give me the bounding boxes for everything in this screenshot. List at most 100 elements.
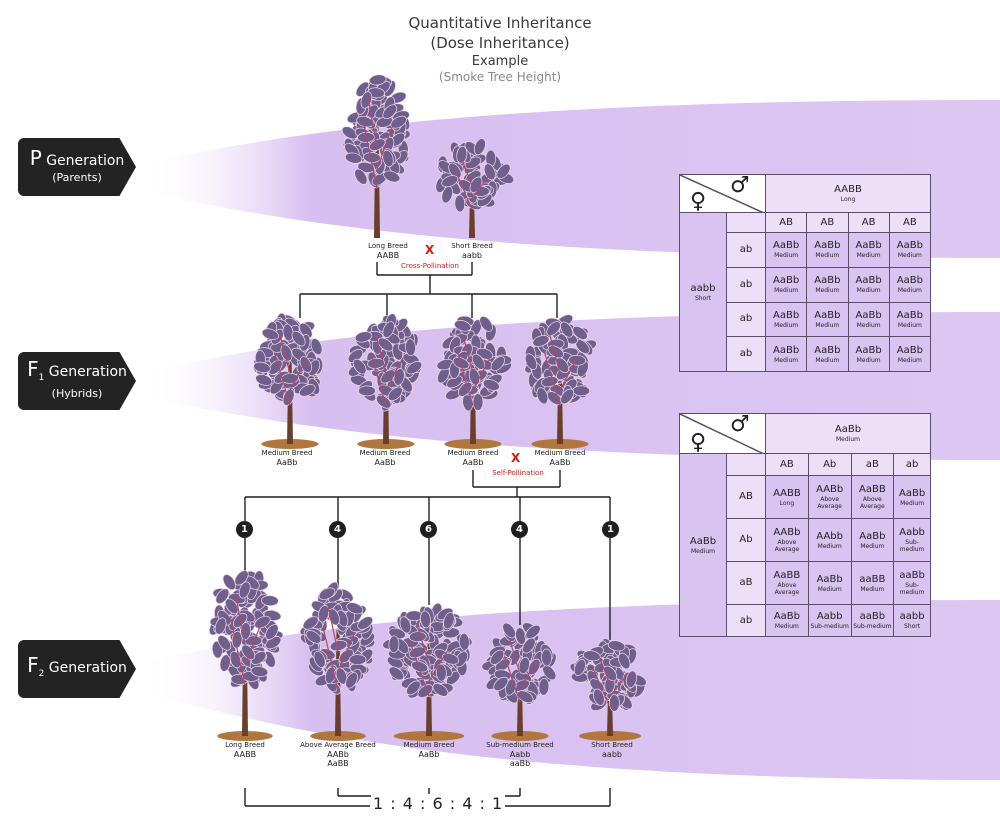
leaf: [532, 335, 550, 347]
punnett1-row-gamete: ab: [726, 232, 766, 268]
leaf: [238, 581, 251, 599]
self-pollination-label: Self-Pollination: [492, 469, 544, 477]
cell-phenotype: Medium: [860, 585, 885, 593]
f2-tree-4-phenotype: Sub-medium Breed: [486, 741, 554, 749]
leaf: [302, 616, 319, 630]
leaf: [432, 683, 449, 697]
leaf: [368, 74, 387, 86]
leaf: [471, 353, 486, 370]
cell-phenotype: Medium: [897, 252, 922, 260]
tree-branches: [229, 592, 263, 686]
tree-branches: [592, 655, 629, 709]
cell-genotype: AaBb: [814, 240, 841, 252]
punnett2-col-gamete: AB: [765, 453, 809, 476]
leaf: [493, 676, 509, 692]
leaf: [387, 386, 403, 402]
leaf: [560, 388, 575, 405]
cell-phenotype: Medium: [856, 252, 881, 260]
leaf: [393, 368, 405, 386]
leaf: [568, 354, 586, 366]
diagram-subtitle: Example: [471, 54, 529, 69]
cell-genotype: AABb: [773, 527, 801, 539]
leaf: [522, 637, 536, 654]
cell-genotype: aaBb: [859, 611, 886, 623]
f2-tree-label-4: Sub-medium Breed Aabb aaBb: [475, 741, 565, 768]
punnett2-male-genotype: AaBb: [834, 424, 862, 435]
f1-generation-tag: F1 Generation (Hybrids): [18, 352, 136, 410]
cell-genotype: AaBb: [859, 530, 886, 542]
leaf: [408, 631, 427, 643]
f1-generation-letter: F: [27, 356, 39, 381]
f1-tree-3-phenotype: Medium Breed: [447, 449, 499, 457]
leaf: [305, 630, 322, 644]
leaf: [541, 648, 552, 667]
f2-count-badge-3: 6: [420, 521, 437, 538]
leaf: [345, 672, 358, 689]
leaf: [318, 587, 336, 600]
punnett2-row-gamete: ab: [726, 604, 766, 637]
cell-phenotype: Medium: [817, 542, 842, 550]
diagram-title-line2: (Dose Inheritance): [430, 34, 570, 52]
cell-phenotype: Medium: [900, 499, 925, 507]
leaf: [472, 393, 484, 411]
cell-phenotype: Medium: [774, 623, 799, 631]
cell-genotype: AaBb: [896, 240, 923, 252]
punnett2-diagonal: [680, 414, 764, 454]
punnett1-male-parent: AABB Long: [765, 174, 931, 213]
f1-medium-tree-4: [523, 314, 597, 449]
leaf: [496, 163, 511, 179]
f2-medium-tree: [382, 602, 473, 741]
leaf: [261, 328, 279, 340]
tree-branches: [544, 334, 578, 406]
f2-count-badge-1: 1: [236, 521, 253, 538]
f2-tree-1-phenotype: Long Breed: [225, 741, 265, 749]
punnett2-male-phenotype: Medium: [836, 436, 860, 443]
cell-phenotype: Medium: [856, 356, 881, 364]
cell-phenotype: Medium: [817, 585, 842, 593]
cell-phenotype: Sub-medium: [853, 623, 892, 631]
cell-genotype: AaBb: [855, 309, 882, 321]
punnett1-corner: ♂ ♀: [679, 173, 766, 214]
leaf: [253, 361, 271, 373]
leaf: [443, 612, 455, 630]
cell-genotype: AAbb: [816, 530, 843, 542]
leaf: [335, 667, 348, 685]
cell-genotype: AaBb: [773, 275, 800, 287]
f2-tree-4-genotype-a: Aabb: [509, 750, 531, 759]
leaf: [217, 635, 232, 651]
punnett1-female-phenotype: Short: [694, 294, 712, 302]
p-generation-sub: (Parents): [52, 170, 102, 184]
short-breed-label: Short Breed: [451, 242, 493, 250]
f1-tree-label-1: Medium Breed AaBb: [242, 449, 332, 467]
leaf: [607, 640, 626, 652]
short-breed-genotype: aabb: [462, 251, 482, 260]
f2-tree-1-genotype: AABB: [233, 750, 257, 759]
f2-tree-3-genotype: AaBb: [418, 750, 440, 759]
punnett2-male-parent: AaBb Medium: [765, 413, 931, 454]
f2-generation-word: Generation: [48, 659, 127, 676]
cell-phenotype: Sub-medium: [899, 539, 925, 554]
punnett1-col-gamete: AB: [764, 212, 808, 233]
leaf: [536, 387, 549, 405]
cell-genotype: AABB: [773, 487, 801, 499]
cell-phenotype: Medium: [897, 287, 922, 295]
leaf: [369, 138, 386, 151]
cell-genotype: AaBb: [773, 611, 800, 623]
punnett2-header-blank: [726, 453, 766, 476]
leaf: [538, 677, 550, 696]
cell-phenotype: Medium: [774, 321, 799, 329]
punnett2-female-parent: AaBb Medium: [679, 453, 727, 637]
f2-sub-medium-tree: [481, 622, 557, 741]
tree-branches: [362, 96, 394, 189]
